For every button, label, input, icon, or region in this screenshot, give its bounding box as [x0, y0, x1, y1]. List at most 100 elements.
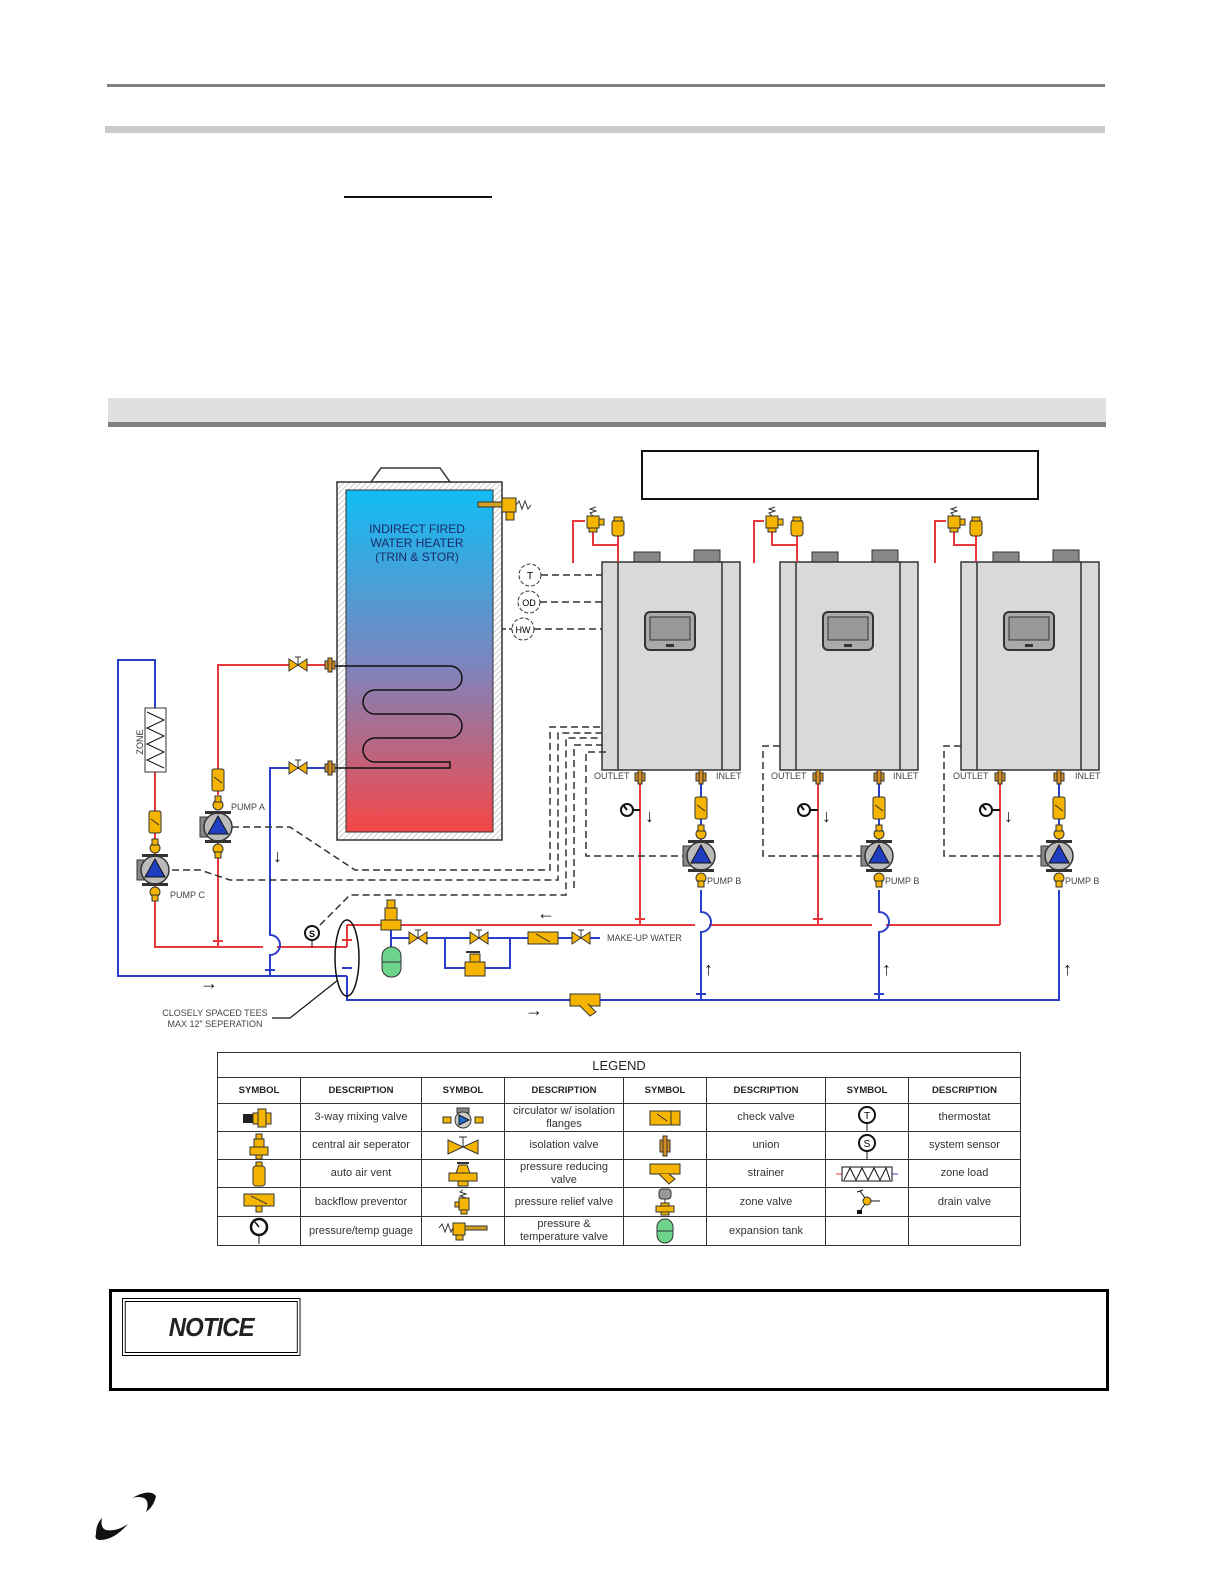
- pump-a-label: PUMP A: [231, 802, 265, 812]
- isolation-valve-icon: [288, 656, 308, 672]
- pt-valve-icon: [477, 497, 532, 521]
- central-air-separator-icon: [380, 899, 402, 931]
- svg-text:HW: HW: [516, 625, 531, 635]
- union-icon: [324, 657, 336, 673]
- flow-arrows: ↓ ↓ ↓ ↓ ↑ ↑ ↑ ← → →: [200, 806, 1072, 1020]
- closely-spaced-tees-marker: [334, 919, 360, 997]
- check-valve-icon: [694, 796, 708, 820]
- indirect-water-heater: INDIRECT FIRED WATER HEATER (TRIN & STOR…: [330, 467, 532, 841]
- sensor-outdoor: OD: [517, 590, 603, 614]
- legend-header-symbol: SYMBOL: [825, 1077, 909, 1104]
- svg-text:→: →: [525, 1000, 543, 1020]
- svg-text:S: S: [309, 929, 315, 939]
- pressure-temp-gauge-icon: [979, 803, 1000, 817]
- pump-b-label: PUMP B: [1065, 876, 1099, 886]
- legend-header-description: DESCRIPTION: [300, 1077, 422, 1104]
- isolation-valve-icon: [421, 1131, 505, 1160]
- underlined-link[interactable]: [344, 196, 492, 198]
- pressure-relief-valve-icon: [421, 1187, 505, 1217]
- system-sensor-icon: S: [304, 925, 320, 947]
- check-valve-icon: [1052, 796, 1066, 820]
- svg-text:↓: ↓: [1004, 806, 1013, 826]
- pressure-reducing-valve-icon: [421, 1159, 505, 1188]
- heater-label-line2: WATER HEATER: [370, 536, 463, 550]
- check-valve-icon: [872, 796, 886, 820]
- svg-text:↓: ↓: [273, 846, 282, 866]
- union-icon: [873, 769, 885, 785]
- system-sensor-icon: S: [825, 1131, 909, 1160]
- heater-label-line3: (TRIN & STOR): [375, 550, 459, 564]
- diagram-caption-box: [641, 450, 1039, 500]
- tees-note-line2: MAX 12" SEPERATION: [167, 1019, 262, 1029]
- svg-text:S: S: [864, 1139, 871, 1150]
- zone-valve-icon: [623, 1187, 707, 1217]
- expansion-tank-icon: [623, 1216, 707, 1246]
- expansion-tank-icon: [381, 946, 402, 978]
- relief-valve-icon: [586, 506, 605, 533]
- svg-text:OUTLET: OUTLET: [771, 771, 807, 781]
- control-wiring: [172, 726, 1042, 926]
- heater-label-line1: INDIRECT FIRED: [369, 522, 465, 536]
- legend-row: auto air vent pressure reducing valve st…: [217, 1159, 1021, 1188]
- isolation-valve-icon: [469, 929, 489, 945]
- svg-text:T: T: [864, 1111, 870, 1122]
- air-vent-icon: [790, 516, 804, 537]
- legend-header-symbol: SYMBOL: [421, 1077, 505, 1104]
- tees-note-line1: CLOSELY SPACED TEES: [162, 1008, 267, 1018]
- svg-text:OD: OD: [522, 598, 536, 608]
- thermostat-icon: T: [825, 1103, 909, 1132]
- svg-text:←: ←: [537, 903, 555, 923]
- legend-row: 3-way mixing valve circulator w/ isolati…: [217, 1103, 1021, 1132]
- pump-c: [136, 838, 170, 902]
- section-title-underline: [108, 422, 1106, 427]
- legend-table: LEGEND SYMBOL DESCRIPTION SYMBOL DESCRIP…: [217, 1052, 1021, 1246]
- pressure-temperature-valve-icon: [421, 1216, 505, 1246]
- boiler-1: [601, 549, 741, 771]
- union-icon: [994, 769, 1006, 785]
- notice-box: [109, 1289, 1109, 1391]
- circulator-icon: [421, 1103, 505, 1132]
- svg-text:ZONE: ZONE: [135, 729, 145, 754]
- union-icon: [623, 1131, 707, 1160]
- isolation-valve-icon: [288, 759, 308, 775]
- drain-valve-icon: [825, 1187, 909, 1217]
- svg-text:INLET: INLET: [716, 771, 742, 781]
- svg-text:OUTLET: OUTLET: [953, 771, 989, 781]
- svg-text:↑: ↑: [882, 959, 891, 979]
- legend-header-symbol: SYMBOL: [217, 1077, 301, 1104]
- svg-text:↓: ↓: [822, 806, 831, 826]
- union-icon: [634, 769, 646, 785]
- svg-text:T: T: [527, 571, 533, 582]
- svg-text:↑: ↑: [704, 959, 713, 979]
- auto-air-vent-icon: [217, 1159, 301, 1188]
- relief-valve-icon: [947, 506, 966, 533]
- legend-title: LEGEND: [217, 1052, 1021, 1078]
- backflow-preventor-icon: [217, 1187, 301, 1217]
- check-valve-icon: [211, 768, 225, 792]
- air-vent-icon: [611, 516, 625, 537]
- central-air-separator-icon: [217, 1131, 301, 1160]
- boiler-3: [960, 549, 1100, 771]
- legend-header-description: DESCRIPTION: [908, 1077, 1021, 1104]
- piping-diagram: INDIRECT FIRED WATER HEATER (TRIN & STOR…: [117, 467, 1101, 1029]
- legend-row: central air seperator isolation valve un…: [217, 1131, 1021, 1160]
- svg-text:→: →: [200, 973, 218, 993]
- pump-b-label: PUMP B: [885, 876, 919, 886]
- legend-row: pressure/temp guage pressure & temperatu…: [217, 1216, 1021, 1246]
- svg-text:↑: ↑: [1063, 959, 1072, 979]
- legend-header-symbol: SYMBOL: [623, 1077, 707, 1104]
- backflow-preventor-icon: [527, 931, 559, 945]
- union-icon: [324, 760, 336, 776]
- pump-c-label: PUMP C: [170, 890, 205, 900]
- notice-label: NOTICE: [122, 1298, 301, 1356]
- legend-row: backflow preventor pressure relief valve…: [217, 1187, 1021, 1217]
- strainer-icon: [623, 1159, 707, 1188]
- check-valve-icon: [623, 1103, 707, 1132]
- svg-text:INLET: INLET: [893, 771, 919, 781]
- air-vent-icon: [969, 516, 983, 537]
- pressure-reducing-valve-icon: [464, 951, 486, 977]
- pressure-temp-gauge-icon: [620, 803, 640, 817]
- legend-header-description: DESCRIPTION: [706, 1077, 826, 1104]
- zone-load: ZONE: [135, 707, 167, 773]
- sensor-hot-water: HW: [502, 617, 603, 641]
